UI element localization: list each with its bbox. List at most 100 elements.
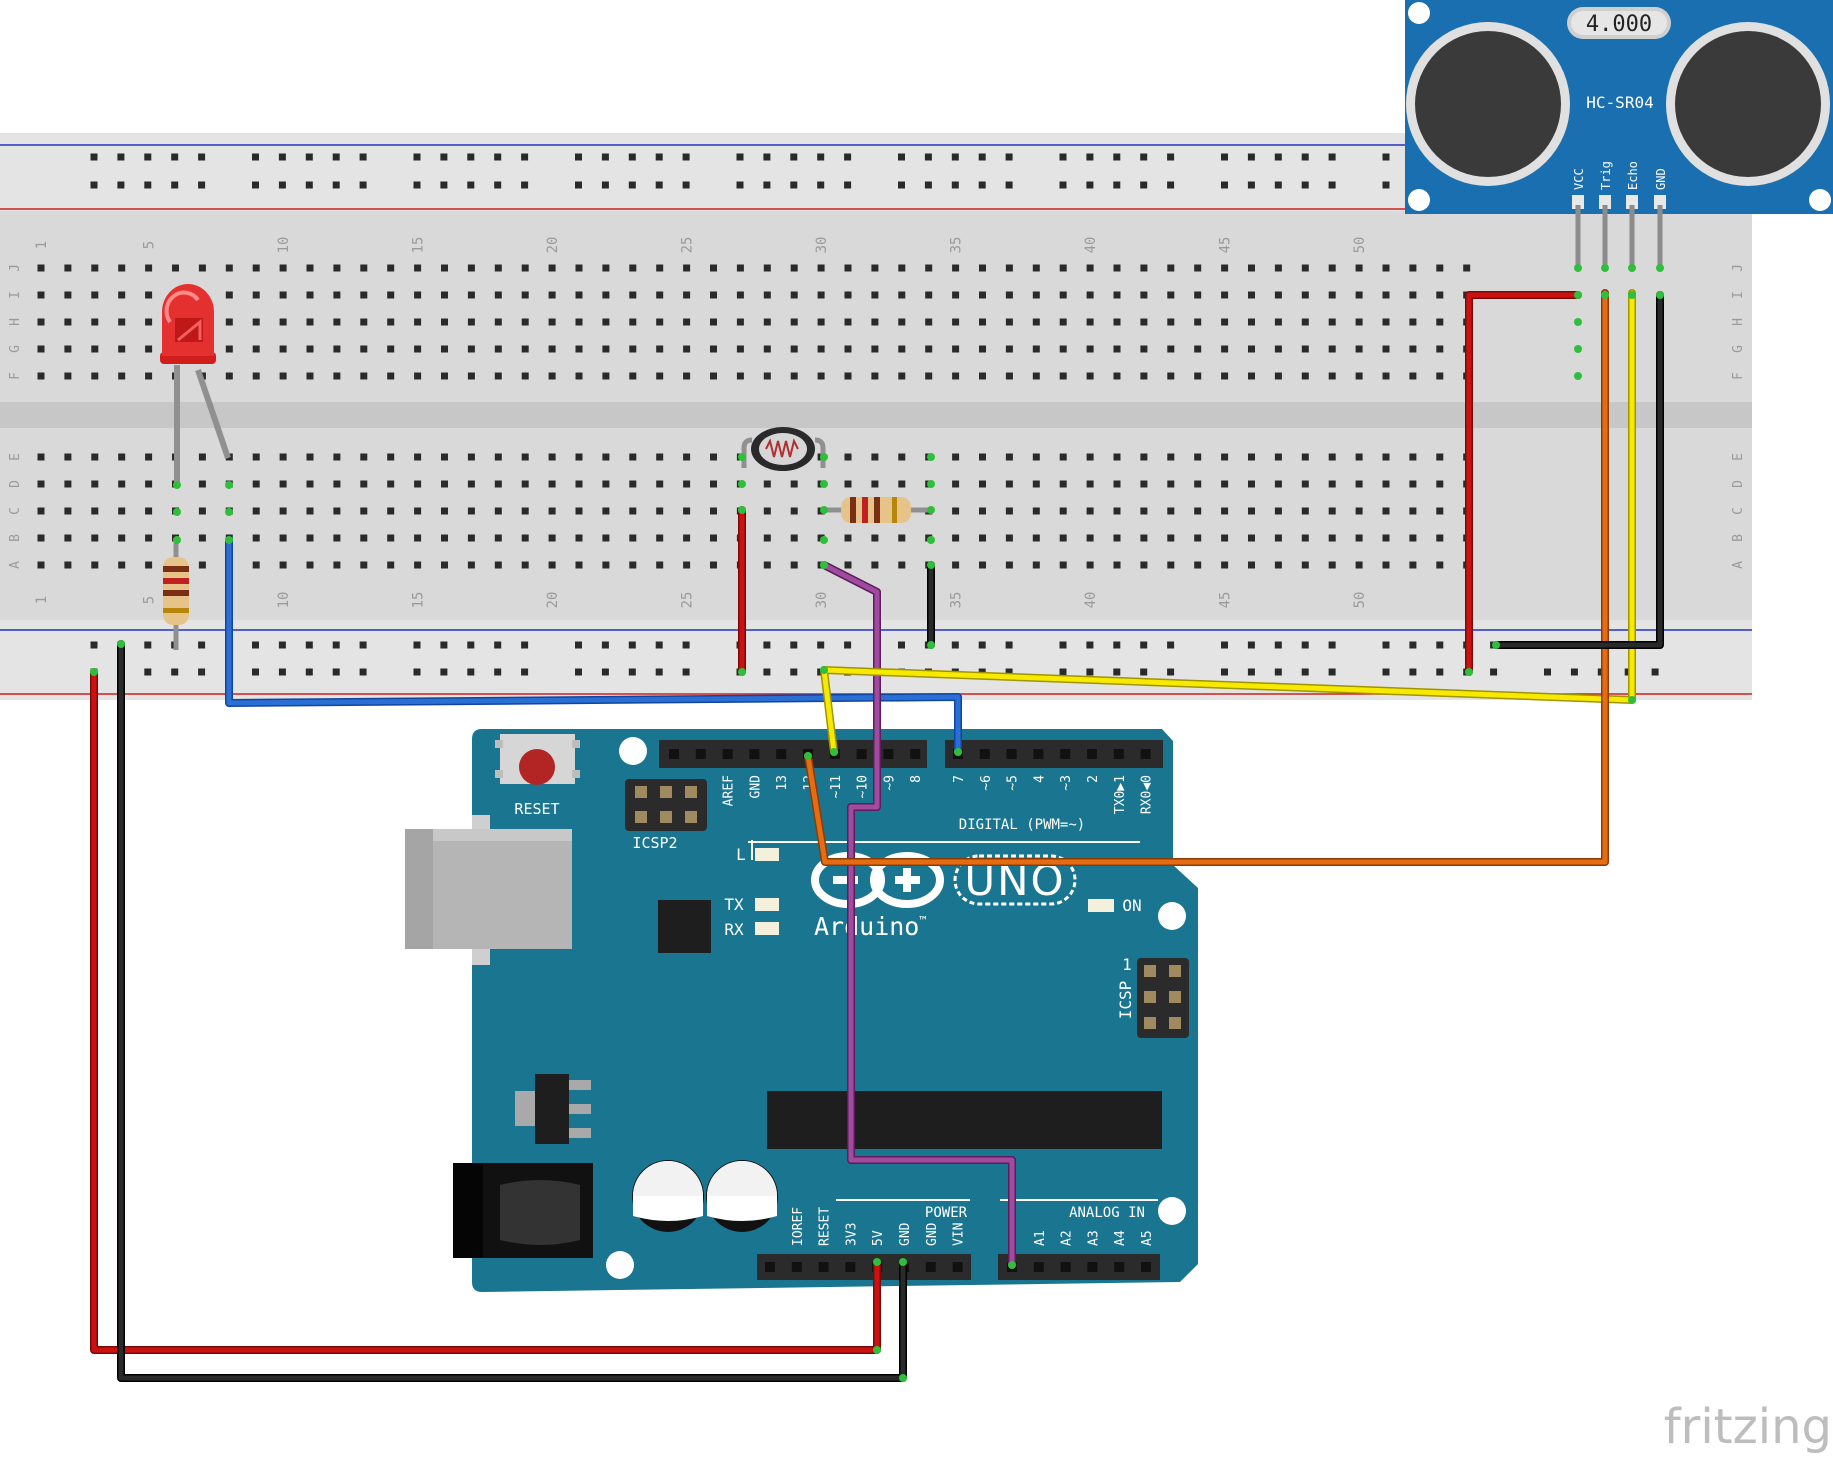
breadboard-hole bbox=[441, 345, 448, 353]
breadboard-hole bbox=[710, 291, 717, 299]
breadboard-hole bbox=[1221, 291, 1229, 299]
column-number: 10 bbox=[276, 237, 292, 254]
rail-hole bbox=[1328, 641, 1336, 649]
analog-pin-label: A2 bbox=[1060, 1230, 1075, 1246]
breadboard-hole bbox=[1140, 318, 1148, 326]
crystal-label: 4.000 bbox=[1586, 12, 1652, 37]
breadboard-hole bbox=[37, 318, 45, 326]
arduino-brand-label: Arduino™ bbox=[814, 912, 927, 941]
rail-hole bbox=[1059, 181, 1067, 189]
wire-endpoint bbox=[927, 480, 935, 488]
breadboard-hole bbox=[548, 453, 556, 461]
breadboard-hole bbox=[145, 264, 153, 272]
reset-button[interactable] bbox=[495, 734, 580, 785]
breadboard-hole bbox=[333, 345, 341, 353]
breadboard-hole bbox=[521, 372, 529, 380]
analog-pin-label: A5 bbox=[1140, 1230, 1155, 1246]
breadboard-hole bbox=[441, 318, 448, 326]
breadboard-hole bbox=[1382, 372, 1390, 380]
row-letter: E bbox=[8, 453, 23, 461]
breadboard-hole bbox=[521, 561, 529, 569]
breadboard-hole bbox=[441, 372, 448, 380]
row-letter: G bbox=[1731, 345, 1746, 353]
rail-hole bbox=[1086, 153, 1094, 161]
breadboard-hole bbox=[225, 372, 233, 380]
rail-hole bbox=[1140, 668, 1148, 676]
digital-pin-label: ~11 bbox=[829, 775, 844, 798]
breadboard-hole bbox=[467, 264, 475, 272]
rail-hole bbox=[413, 668, 421, 676]
breadboard-hole bbox=[1167, 264, 1175, 272]
fritzing-watermark: fritzing bbox=[1664, 1399, 1832, 1455]
rail-hole bbox=[1113, 668, 1121, 676]
row-letter: C bbox=[1731, 507, 1746, 515]
breadboard-hole bbox=[333, 318, 341, 326]
breadboard-hole bbox=[252, 507, 260, 515]
breadboard-hole bbox=[1409, 453, 1417, 461]
breadboard-hole bbox=[1032, 453, 1040, 461]
breadboard-hole bbox=[441, 561, 448, 569]
header-pin bbox=[1033, 749, 1044, 759]
breadboard-hole bbox=[979, 561, 986, 569]
wire-endpoint bbox=[873, 1258, 881, 1266]
breadboard-hole bbox=[683, 318, 691, 326]
breadboard-hole bbox=[979, 291, 986, 299]
breadboard-hole bbox=[1301, 318, 1309, 326]
column-number: 50 bbox=[1352, 237, 1368, 254]
breadboard-hole bbox=[1409, 480, 1417, 488]
breadboard-hole bbox=[387, 507, 395, 515]
header-pin bbox=[722, 749, 733, 759]
breadboard-hole bbox=[979, 345, 986, 353]
wire-endpoint bbox=[820, 453, 828, 461]
led-resistor bbox=[163, 540, 189, 650]
breadboard-hole bbox=[91, 264, 99, 272]
breadboard-hole bbox=[1328, 264, 1336, 272]
rail-hole bbox=[951, 181, 959, 189]
header-pin bbox=[910, 749, 921, 759]
breadboard-hole bbox=[1140, 534, 1148, 542]
breadboard-hole bbox=[1194, 264, 1202, 272]
rail-hole bbox=[1436, 641, 1444, 649]
breadboard-hole bbox=[1355, 291, 1363, 299]
breadboard-hole bbox=[279, 345, 287, 353]
breadboard-hole bbox=[1032, 507, 1040, 515]
breadboard-hole bbox=[871, 534, 879, 542]
breadboard-hole bbox=[494, 534, 502, 542]
breadboard-hole bbox=[145, 291, 153, 299]
breadboard-hole bbox=[306, 264, 314, 272]
rail-hole bbox=[440, 668, 448, 676]
breadboard-hole bbox=[1409, 264, 1417, 272]
breadboard-hole bbox=[1059, 345, 1067, 353]
rail-hole bbox=[628, 641, 636, 649]
breadboard-hole bbox=[1355, 318, 1363, 326]
row-letter: J bbox=[8, 264, 23, 272]
rail-hole bbox=[440, 641, 448, 649]
row-letter: I bbox=[8, 291, 23, 299]
rail-hole bbox=[1328, 153, 1336, 161]
rail-hole bbox=[1382, 153, 1390, 161]
rail-hole bbox=[1221, 668, 1228, 676]
rail-hole bbox=[521, 668, 529, 676]
breadboard-hole bbox=[1409, 345, 1417, 353]
rail-hole bbox=[494, 153, 502, 161]
wire-endpoint bbox=[1574, 318, 1582, 326]
rail-hole bbox=[817, 181, 825, 189]
wire-endpoint bbox=[899, 1258, 907, 1266]
breadboard-hole bbox=[1221, 264, 1229, 272]
breadboard-hole bbox=[979, 264, 986, 272]
digital-pin-label: ~6 bbox=[979, 775, 994, 791]
digital-pin-label: AREF bbox=[722, 775, 737, 806]
transducer bbox=[1406, 22, 1570, 186]
rail-hole bbox=[790, 641, 798, 649]
breadboard-hole bbox=[494, 561, 502, 569]
breadboard-hole bbox=[441, 507, 448, 515]
breadboard-labels: 1155101015152020252530303535404045455050… bbox=[8, 237, 1746, 609]
wire-endpoint bbox=[804, 752, 812, 760]
breadboard-hole bbox=[118, 561, 126, 569]
rail-hole bbox=[1113, 153, 1121, 161]
breadboard-hole bbox=[1140, 291, 1148, 299]
breadboard-hole bbox=[575, 291, 583, 299]
rail-hole bbox=[1005, 181, 1013, 189]
breadboard-hole bbox=[91, 534, 99, 542]
